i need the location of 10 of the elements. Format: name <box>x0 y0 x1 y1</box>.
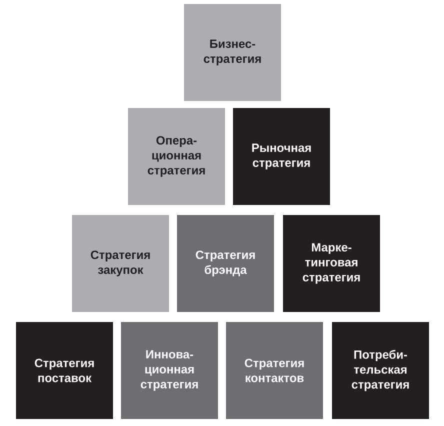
strategy-box: Потреби- тельская стратегия <box>332 322 429 419</box>
strategy-box: Марке- тинговая стратегия <box>283 215 380 312</box>
strategy-box: Иннова- ционная стратегия <box>121 322 218 419</box>
strategy-box: Стратегия поставок <box>16 322 113 419</box>
strategy-box: Стратегия закупок <box>72 215 169 312</box>
strategy-box: Рыночная стратегия <box>233 108 330 205</box>
strategy-box: Стратегия брэнда <box>177 215 274 312</box>
strategy-box: Бизнес- стратегия <box>184 4 281 101</box>
strategy-box: Стратегия контактов <box>226 322 323 419</box>
strategy-box: Опера- ционная стратегия <box>128 108 225 205</box>
